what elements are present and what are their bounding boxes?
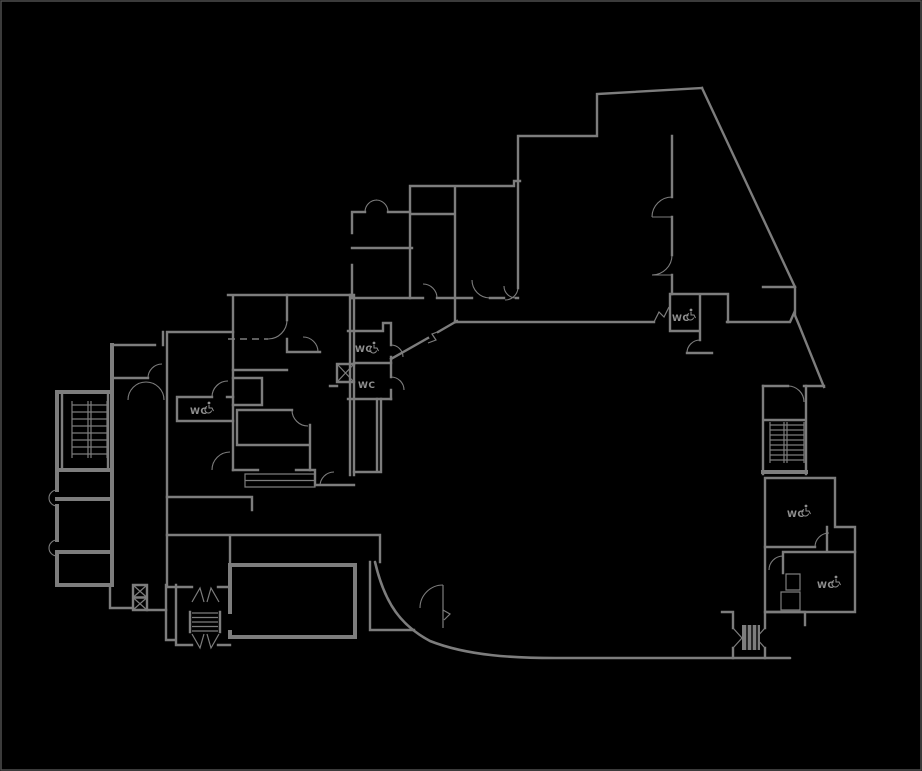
wc-label-right-lower: WC: [817, 581, 834, 591]
door-swing-arcs: [48, 196, 830, 609]
hatched-entrance-block: [742, 625, 760, 650]
wheelchair-icons: [204, 308, 841, 588]
counter-and-fixtures: [244, 473, 801, 611]
door-leaves-and-triangles: [191, 306, 766, 650]
elevator-shaft-x: [132, 363, 355, 611]
wheelchair-icon: [204, 401, 214, 414]
walls-thick: [55, 343, 808, 639]
wc-label-center: WC: [358, 381, 375, 391]
wheelchair-icon: [831, 575, 841, 588]
wc-label-right-upper: WC: [787, 510, 804, 520]
wc-label-left: WC: [190, 407, 207, 417]
wheelchair-icon: [686, 308, 696, 321]
wc-labels: WC WC WC WC WC WC: [190, 314, 834, 591]
wc-label-top-right: WC: [672, 314, 689, 324]
stair-treads: [71, 401, 805, 632]
wheelchair-icon: [801, 504, 811, 517]
curved-wall: [373, 560, 792, 660]
wc-label-center-accessible: WC: [355, 345, 372, 355]
wheelchair-icon: [369, 341, 379, 354]
walls-primary: [60, 86, 857, 660]
